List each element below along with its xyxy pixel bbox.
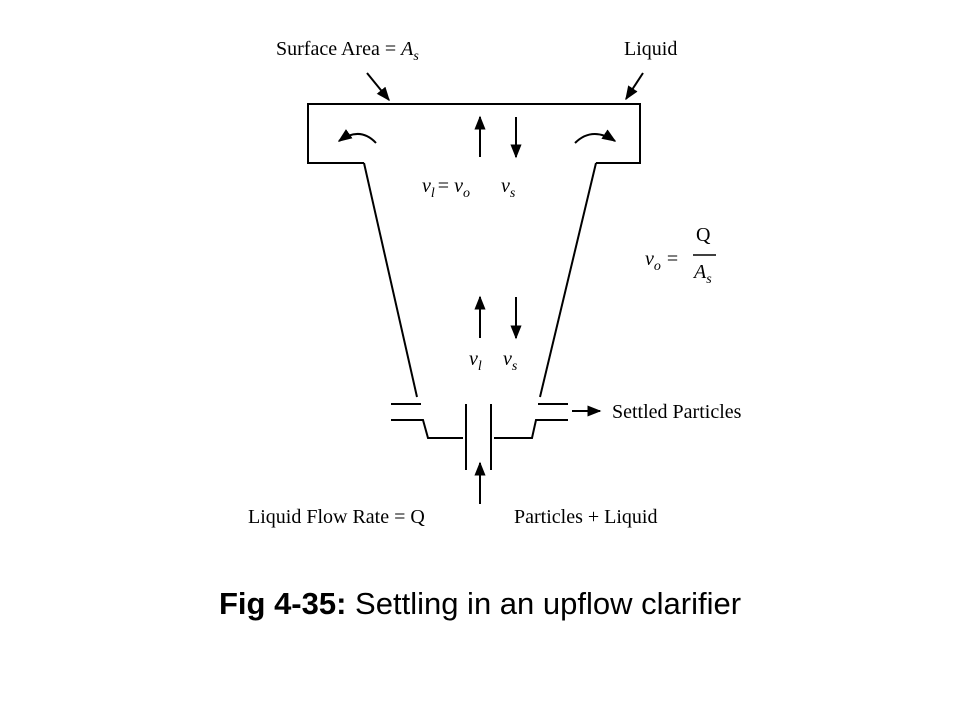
particles-liquid-label: Particles + Liquid bbox=[514, 506, 657, 528]
caption-prefix: Fig 4-35: bbox=[218, 586, 347, 621]
right-bottom-profile bbox=[494, 419, 568, 439]
surface-area-label: Surface Area = As bbox=[276, 38, 419, 64]
vl-equals-vo-label: vl= vo bbox=[422, 175, 470, 201]
liquid-pointer-arrow bbox=[625, 72, 644, 101]
liquid-flow-rate-label: Liquid Flow Rate = Q bbox=[248, 506, 425, 528]
svg-text:As: As bbox=[692, 261, 712, 287]
settled-particles-label: Settled Particles bbox=[612, 401, 742, 423]
vs-mid-label: vs bbox=[503, 348, 518, 374]
left-bottom-profile bbox=[391, 419, 463, 439]
figure-caption: Fig 4-35: Settling in an upflow clarifie… bbox=[0, 586, 960, 622]
caption-text: Settling in an upflow clarifier bbox=[346, 586, 742, 621]
vl-mid-label: vl bbox=[469, 348, 482, 374]
vo-formula: vo= Q As bbox=[645, 224, 716, 287]
right-wall bbox=[539, 162, 597, 398]
surface-box bbox=[307, 103, 641, 164]
liquid-label: Liquid bbox=[624, 38, 677, 60]
surface-pointer-arrow bbox=[366, 72, 390, 102]
right-curved-arrow bbox=[574, 129, 617, 144]
left-curved-arrow bbox=[337, 129, 377, 144]
left-wall bbox=[363, 162, 418, 398]
svg-text:vo=: vo= bbox=[645, 248, 678, 274]
svg-text:Q: Q bbox=[696, 224, 711, 246]
vs-top-label: vs bbox=[501, 175, 516, 201]
